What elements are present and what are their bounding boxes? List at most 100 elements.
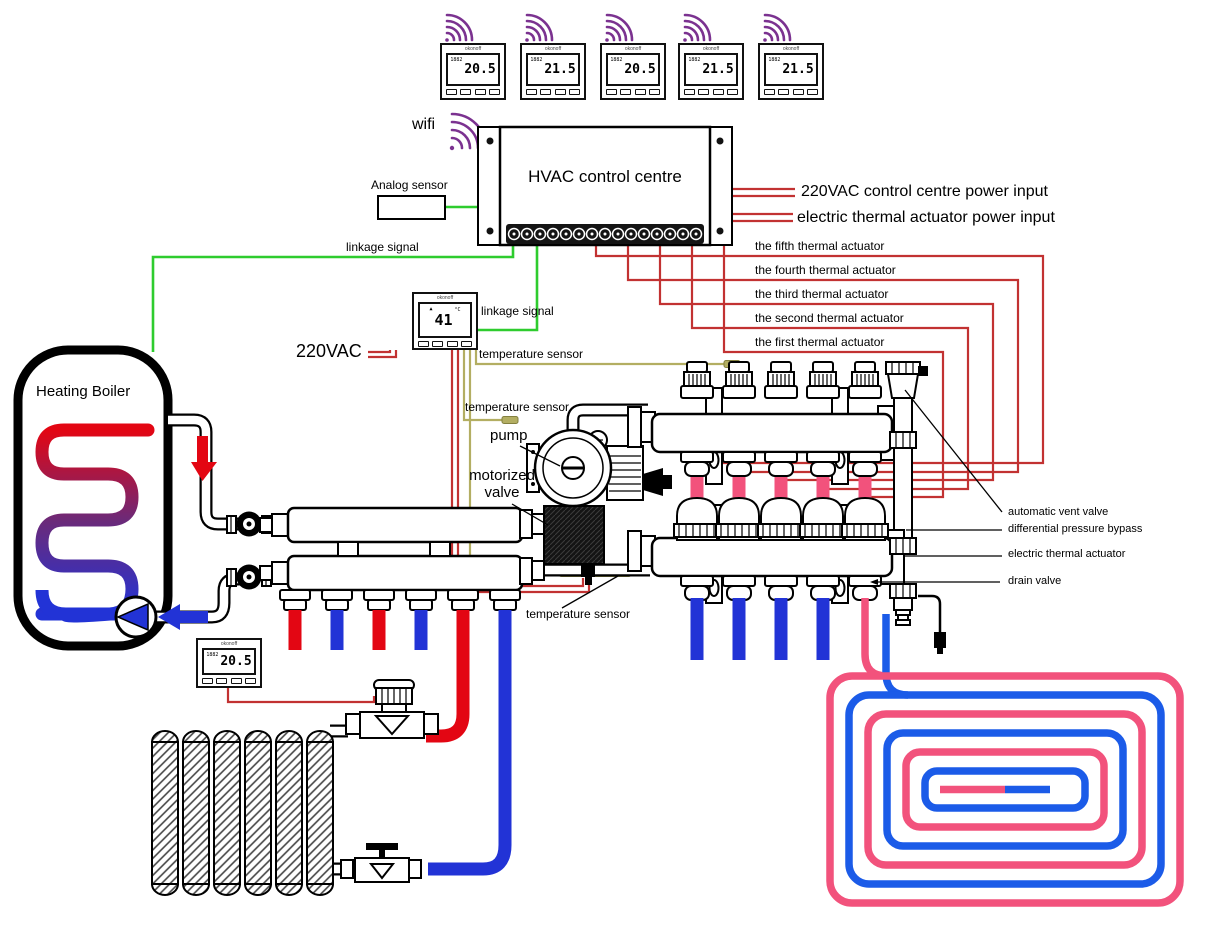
label-actuator-fifth: the fifth thermal actuator — [755, 239, 885, 253]
flow-direction-arrows — [158, 436, 217, 630]
terminal-strip — [506, 224, 704, 244]
wireless-thermostat-2: okonoff 1882 21.5 — [520, 43, 586, 100]
thermostat-button — [460, 89, 472, 95]
label-power-input-220: 220VAC control centre power input — [801, 183, 1048, 200]
bypass-and-vent — [885, 361, 928, 547]
wireless-thermostat-1: okonoff 1882 20.5 — [440, 43, 506, 100]
thermostat-button — [201, 678, 213, 684]
thermostat-display: ▲ 41 °C — [418, 302, 472, 338]
thermostatic-radiator-valve — [345, 679, 439, 739]
thermostat-mode-icon: ▲ — [429, 306, 433, 312]
floor-heating-loop — [826, 598, 1184, 907]
label-drain-valve: drain valve — [1008, 575, 1062, 587]
label-heating-boiler: Heating Boiler — [36, 383, 131, 400]
thermostat-button — [620, 89, 632, 95]
thermostat-set-readout: 1882 — [688, 57, 701, 63]
thermostat-button — [417, 341, 429, 347]
thermostat-display: 1882 21.5 — [684, 53, 738, 86]
boiler-pump — [114, 595, 158, 639]
thermostat-buttons — [198, 678, 260, 684]
thermostat-buttons — [442, 89, 504, 95]
thermostat-button — [712, 89, 724, 95]
boiler-manifold-pipes — [288, 610, 512, 876]
label-linkage-signal-mid: linkage signal — [481, 304, 554, 318]
thermostat-button — [649, 89, 661, 95]
label-actuator-first: the first thermal actuator — [755, 335, 885, 349]
label-analog-sensor: Analog sensor — [371, 178, 448, 192]
thermostat-temp-readout: 21.5 — [782, 62, 814, 77]
wireless-thermostat-4: okonoff 1882 21.5 — [678, 43, 744, 100]
label-electric-thermal-actuator: electric thermal actuator — [1008, 548, 1126, 560]
thermostat-buttons — [414, 341, 476, 347]
thermostat-temp-readout: 20.5 — [220, 654, 252, 669]
thermostat-button — [540, 89, 552, 95]
heating-boiler — [13, 345, 173, 651]
radiator-return-valve — [340, 843, 422, 883]
thermostat-button — [778, 89, 790, 95]
label-linkage-signal-top: linkage signal — [346, 240, 419, 254]
label-pump: pump — [490, 427, 528, 444]
thermostat-set-readout: 1882 — [450, 57, 463, 63]
radiator — [151, 724, 348, 896]
thermostat-display: 1882 20.5 — [202, 648, 256, 675]
thermostat-display: 1882 21.5 — [526, 53, 580, 86]
label-hvac-title: HVAC control centre — [528, 167, 682, 186]
thermostat-button — [525, 89, 537, 95]
label-actuator-fourth: the fourth thermal actuator — [755, 263, 896, 277]
thermostat-buttons — [680, 89, 742, 95]
thermostat-buttons — [760, 89, 822, 95]
motorized-valve-body — [519, 505, 605, 585]
thermostat-display: 1882 21.5 — [764, 53, 818, 86]
thermostat-unit: °C — [454, 307, 461, 313]
thermostat-brand: okonoff — [436, 295, 454, 301]
thermostat-brand: okonoff — [702, 46, 720, 52]
thermostat-button — [569, 89, 581, 95]
thermostat-button — [792, 89, 804, 95]
thermostat-button — [489, 89, 501, 95]
supply-manifold — [627, 361, 905, 477]
wireless-thermostat-5: okonoff 1882 21.5 — [758, 43, 824, 100]
thermostat-brand: okonoff — [782, 46, 800, 52]
thermostat-set-readout: 1882 — [768, 57, 781, 63]
zone-thermostat: okonoff ▲ 41 °C — [412, 292, 478, 350]
wireless-thermostat-3: okonoff 1882 20.5 — [600, 43, 666, 100]
thermostat-buttons — [522, 89, 584, 95]
thermostat-button — [634, 89, 646, 95]
label-actuator-third: the third thermal actuator — [755, 287, 889, 301]
radiator-thermostat: okonoff 1882 20.5 — [196, 638, 262, 688]
label-power-input-actuator: electric thermal actuator power input — [797, 209, 1055, 226]
thermostat-brand: okonoff — [544, 46, 562, 52]
thermostat-button — [230, 678, 242, 684]
thermostat-button — [445, 89, 457, 95]
thermostat-button — [554, 89, 566, 95]
return-manifold — [627, 497, 917, 601]
thermostat-temp-readout: 20.5 — [624, 62, 656, 77]
thermostat-set-readout: 1882 — [530, 57, 543, 63]
hvac-control-centre-box — [477, 125, 733, 247]
thermostat-button — [727, 89, 739, 95]
thermostat-temp-readout: 20.5 — [464, 62, 496, 77]
thermostat-wifi-icon — [443, 13, 474, 44]
label-automatic-vent-valve: automatic vent valve — [1008, 506, 1109, 518]
label-temp-sensor-3: temperature sensor — [526, 607, 631, 621]
drain-valve-assembly — [889, 583, 946, 654]
thermostat-button — [245, 678, 257, 684]
thermostat-button — [432, 341, 444, 347]
automatic-vent-valve-body — [885, 361, 928, 399]
label-differential-pressure-bypass: differential pressure bypass — [1008, 523, 1143, 535]
thermostat-button — [683, 89, 695, 95]
thermostat-button — [461, 341, 473, 347]
thermostat-wifi-icon — [681, 13, 712, 44]
boiler-manifold — [259, 506, 524, 611]
thermostat-button — [216, 678, 228, 684]
power-wires — [732, 187, 795, 223]
thermostat-display: 1882 20.5 — [446, 53, 500, 86]
thermostat-wifi-icon — [523, 13, 554, 44]
label-wifi: wifi — [412, 116, 436, 133]
thermostat-button — [474, 89, 486, 95]
isolation-valve-return — [226, 564, 272, 590]
pump-body — [526, 428, 672, 508]
thermostat-brand: okonoff — [220, 641, 238, 647]
